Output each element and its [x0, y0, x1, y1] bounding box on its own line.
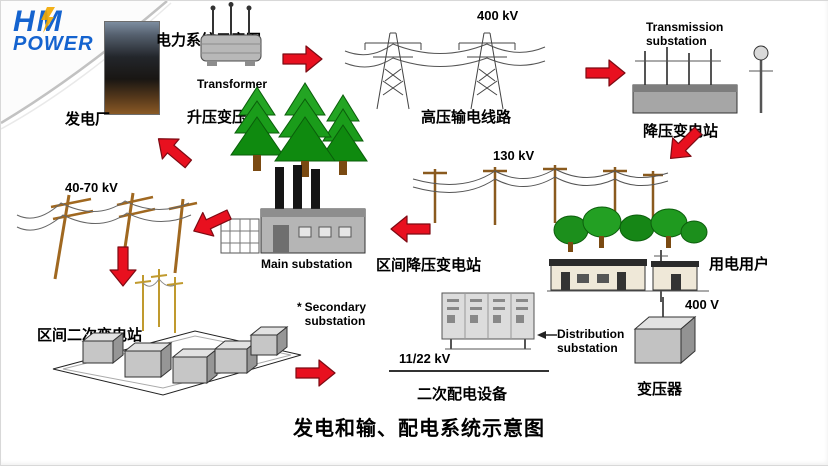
consumer-houses-icon — [547, 206, 709, 302]
logo: HM POWER — [13, 5, 94, 56]
logo-hm-text: HM — [13, 5, 64, 38]
label-400v: 400 V — [685, 297, 719, 312]
label-secondary-distribution: 二次配电设备 — [417, 386, 508, 403]
bottom-title: 发电和输、配电系统示意图 — [293, 418, 545, 440]
label-400kv: 400 kV — [477, 8, 519, 23]
label-130kv: 130 kV — [493, 148, 535, 163]
arrow-40-70kv-to-secondary-icon — [109, 246, 137, 287]
arrow-substation-to-130kv-icon — [660, 121, 708, 169]
130kv-line-icon — [412, 165, 669, 225]
power-plant-photo — [104, 21, 160, 115]
transmission-towers-icon — [344, 32, 546, 110]
label-power-plant: 发电厂 — [65, 111, 111, 128]
label-consumers: 用电用户 — [709, 256, 770, 273]
label-distribution-line2: substation — [557, 340, 618, 355]
step-up-transformer-icon — [200, 2, 262, 66]
distribution-cabinet-icon — [441, 292, 535, 350]
label-distribution-substation: Distribution substation — [557, 327, 625, 356]
label-transmission-substation-en: Transmission substation — [646, 20, 724, 49]
arrow-to-power-plant-icon — [149, 127, 198, 174]
logo-lightning-icon — [41, 7, 55, 33]
arrow-hv-lines-to-substation-icon — [585, 59, 626, 87]
transmission-substation-icon — [632, 45, 773, 114]
label-transmission-substation-line1: Transmission — [646, 20, 724, 34]
label-secondary-substation-en: * Secondary substation — [297, 300, 367, 329]
label-main-substation-cn: 区间降压变电站 — [376, 257, 482, 274]
main-substation-icon — [220, 165, 366, 254]
label-lv-transformer: 变压器 — [637, 381, 683, 398]
label-11-22kv: 11/22 kV — [399, 351, 451, 366]
label-main-substation-en: Main substation — [261, 257, 353, 271]
lv-transformer-icon — [633, 297, 697, 365]
secondary-substation-yard-icon — [52, 269, 302, 396]
secondary-substation-en-lines: Secondary substation — [304, 300, 367, 329]
arrow-main-substation-to-40-70kv-icon — [187, 202, 235, 244]
label-distribution-line1: Distribution — [557, 327, 625, 341]
arrow-transformer-to-hv-lines-icon — [282, 45, 323, 73]
11-22kv-busbar-line — [389, 370, 549, 372]
arrow-130kv-to-main-substation-icon — [390, 215, 431, 243]
label-transformer-en: Transformer — [197, 77, 268, 91]
label-secondary-line2: substation — [304, 313, 366, 328]
logo-power-text: POWER — [13, 33, 94, 55]
secondary-substation-footnote-mark: * — [297, 300, 302, 314]
pine-trees-icon — [230, 82, 368, 177]
label-40-70kv: 40-70 kV — [65, 180, 118, 195]
label-transmission-substation-line2: substation — [646, 33, 707, 48]
arrow-secondary-to-distribution-icon — [295, 359, 336, 387]
label-secondary-line1: Secondary — [304, 300, 367, 314]
distribution-pointer-arrow-icon — [537, 331, 557, 339]
label-hv-transmission: 高压输电线路 — [421, 109, 512, 126]
